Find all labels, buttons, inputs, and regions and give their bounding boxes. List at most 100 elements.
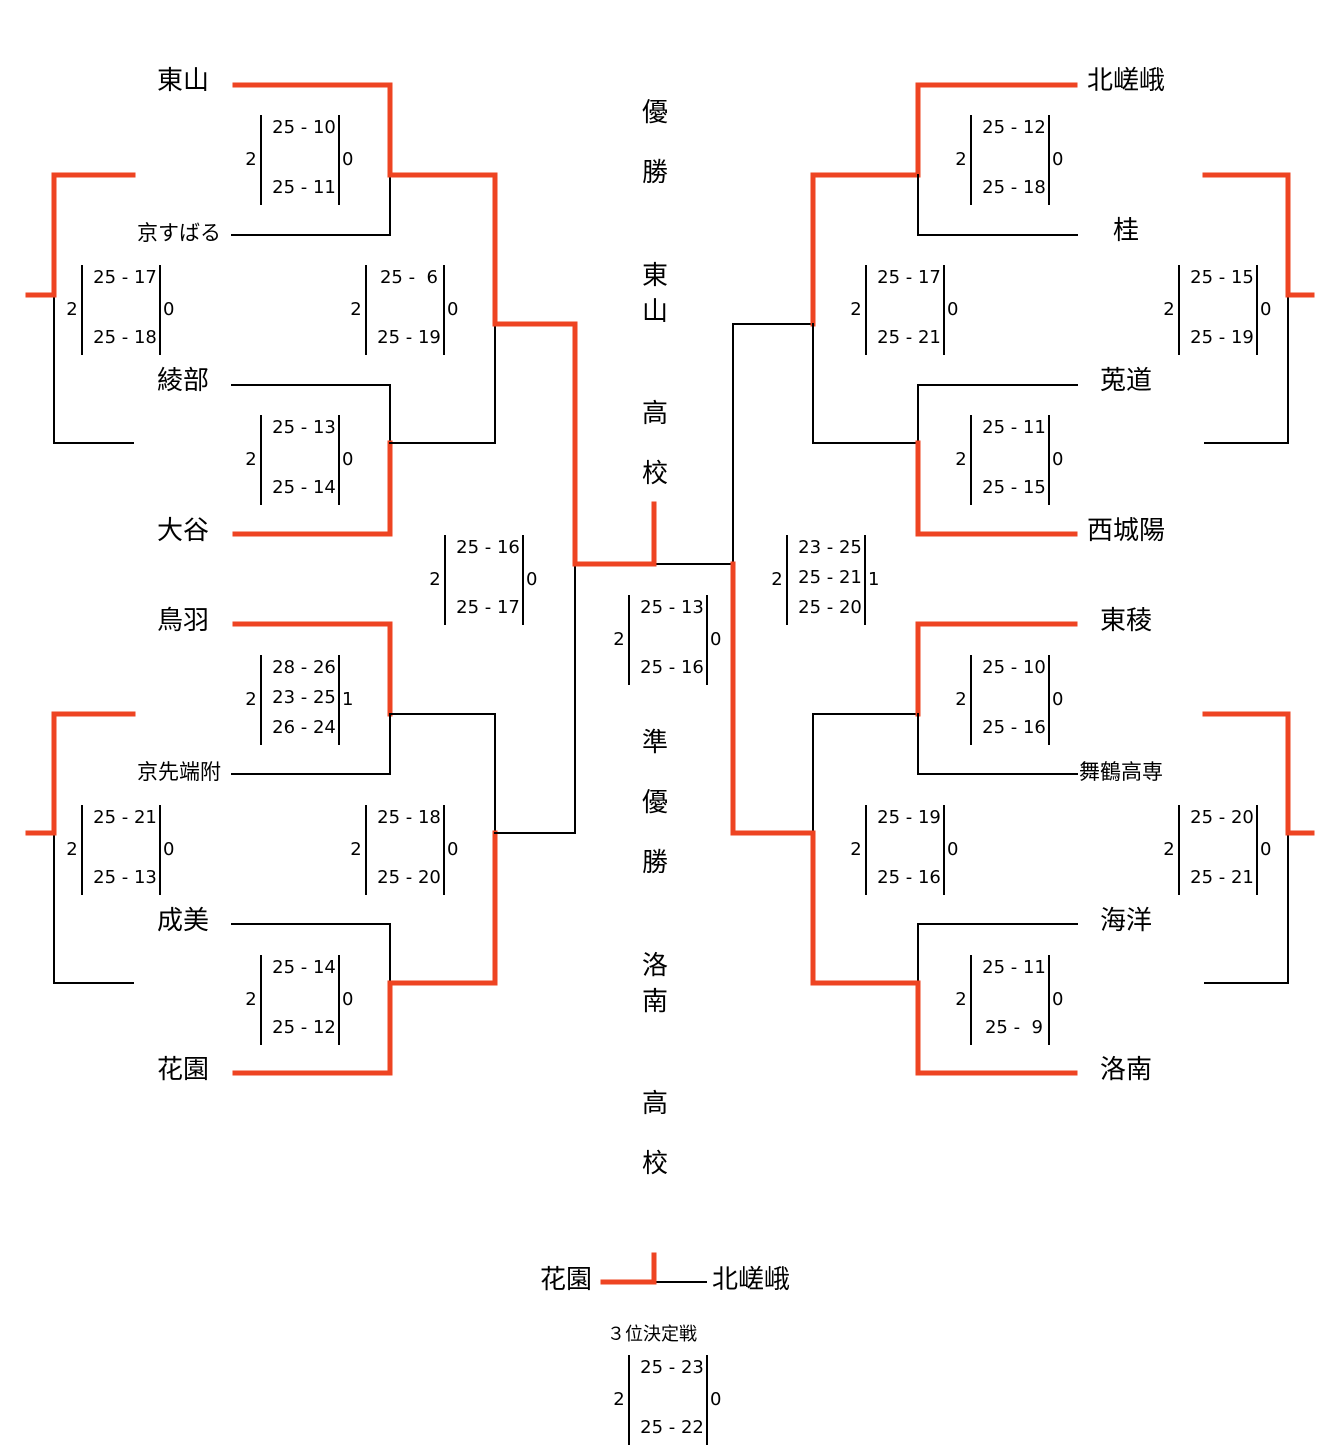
team-l1: 東山: [157, 66, 210, 96]
bracket-l-outA-bot: [53, 294, 134, 444]
set-score: 25 - 9: [984, 1017, 1044, 1038]
bracket-r-outA-bot: [1204, 294, 1289, 444]
score-bar-left: [260, 655, 262, 745]
score-l-r1b: 2 0 25 - 13 25 - 14: [244, 415, 364, 505]
team-r4: 西城陽: [1087, 516, 1166, 546]
score-bar-right: [522, 535, 524, 625]
set-score: 25 - 18: [982, 177, 1046, 198]
score-bar-left: [628, 1355, 630, 1445]
set-score: 25 - 11: [982, 417, 1046, 438]
sets-won-left: 2: [350, 839, 362, 860]
set-score: 25 - 22: [640, 1417, 704, 1438]
sets-won-right: 1: [342, 689, 354, 710]
bracket-r3: [917, 384, 1078, 444]
bracket-r-outA-top: [1202, 172, 1291, 298]
score-bar-left: [786, 535, 788, 625]
set-score: 25 - 20: [798, 597, 862, 618]
bracket-r-sf-top: [732, 323, 814, 565]
score-bar-left: [260, 115, 262, 205]
set-score: 25 - 18: [377, 807, 441, 828]
score-bar-left: [81, 805, 83, 895]
set-score: 25 - 15: [1190, 267, 1254, 288]
sets-won-left: 2: [955, 989, 967, 1010]
set-score: 25 - 14: [272, 957, 336, 978]
sets-won-left: 2: [613, 1389, 625, 1410]
sets-won-right: 0: [447, 839, 459, 860]
team-l6: 京先端附: [137, 760, 221, 784]
set-score: 25 - 13: [640, 597, 704, 618]
sets-won-left: 2: [245, 149, 257, 170]
bracket-l-qfA-top: [387, 172, 498, 327]
score-bar-right: [706, 595, 708, 685]
team-l7: 成美: [157, 906, 210, 936]
sets-won-left: 2: [429, 569, 441, 590]
sets-won-left: 2: [771, 569, 783, 590]
set-score: 25 - 12: [272, 1017, 336, 1038]
set-score: 25 - 13: [272, 417, 336, 438]
bracket-r7: [917, 923, 1078, 984]
set-score: 25 - 15: [982, 477, 1046, 498]
set-score: 25 - 19: [877, 807, 941, 828]
set-score: 25 - 16: [640, 657, 704, 678]
third-place-right-team: 北嵯峨: [712, 1265, 791, 1295]
score-bar-left: [81, 265, 83, 355]
team-r5: 東稜: [1100, 606, 1153, 636]
score-bar-right: [706, 1355, 708, 1445]
score-bar-right: [1048, 415, 1050, 505]
team-r3: 莵道: [1100, 366, 1153, 396]
set-score: 23 - 25: [272, 687, 336, 708]
sets-won-left: 2: [245, 449, 257, 470]
bracket-r-qfB-top: [812, 713, 919, 834]
bracket-r-sf-bot: [730, 561, 816, 836]
score-bar-left: [628, 595, 630, 685]
score-bar-right: [1048, 115, 1050, 205]
score-bar-left: [365, 265, 367, 355]
bracket-r-qfA-top: [810, 172, 921, 327]
third-place-left-team: 花園: [540, 1265, 593, 1295]
score-bar-right: [338, 655, 340, 745]
set-score: 25 - 19: [377, 327, 441, 348]
score-bar-left: [865, 265, 867, 355]
set-score: 25 - 21: [798, 567, 862, 588]
set-score: 25 - 20: [1190, 807, 1254, 828]
set-score: 25 - 6: [379, 267, 439, 288]
set-score: 25 - 18: [93, 327, 157, 348]
set-score: 25 - 21: [877, 327, 941, 348]
sets-won-right: 0: [947, 299, 959, 320]
bracket-l-outB-bot: [53, 832, 134, 984]
team-r2: 桂: [1113, 216, 1140, 246]
set-score: 25 - 19: [1190, 327, 1254, 348]
bracket-l6: [231, 713, 391, 775]
sets-won-right: 0: [342, 449, 354, 470]
set-score: 25 - 21: [93, 807, 157, 828]
set-score: 26 - 24: [272, 717, 336, 738]
score-bar-right: [1048, 955, 1050, 1045]
bracket-l1: [232, 82, 393, 178]
bracket-r2: [917, 174, 1078, 236]
score-bar-right: [864, 535, 866, 625]
sets-won-right: 0: [1260, 299, 1272, 320]
set-score: 25 - 13: [93, 867, 157, 888]
set-score: 25 - 11: [272, 177, 336, 198]
sets-won-right: 0: [710, 1389, 722, 1410]
score-bar-right: [338, 415, 340, 505]
score-bar-right: [943, 265, 945, 355]
score-bar-left: [365, 805, 367, 895]
sets-won-left: 2: [66, 839, 78, 860]
team-l2: 京すばる: [137, 221, 221, 245]
set-score: 25 - 14: [272, 477, 336, 498]
score-bar-left: [970, 655, 972, 745]
score-bar-left: [1178, 265, 1180, 355]
bracket-l5: [232, 621, 393, 717]
set-score: 25 - 12: [982, 117, 1046, 138]
team-r1: 北嵯峨: [1087, 66, 1166, 96]
